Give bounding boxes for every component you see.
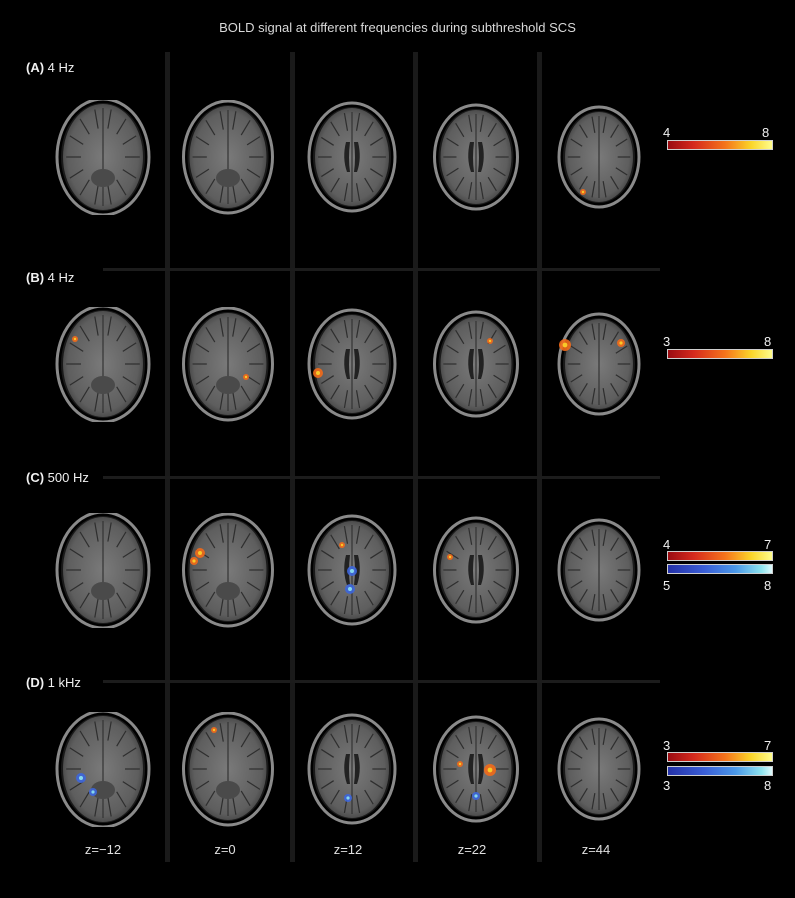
row-divider — [103, 268, 660, 271]
brain-slice-image — [307, 713, 397, 825]
brain-slice-image — [182, 307, 274, 422]
cool-colorbar — [667, 564, 773, 574]
colorbar-max-label: 7 — [764, 738, 772, 753]
slice-label: z=12 — [333, 842, 363, 857]
slice-label: z=22 — [457, 842, 487, 857]
hot-colorbar — [667, 349, 773, 359]
column-divider — [290, 52, 295, 862]
brain-slice-image — [55, 513, 151, 628]
brain-slice-image — [307, 514, 397, 626]
hot-colorbar — [667, 551, 773, 561]
cool-colorbar — [667, 766, 773, 776]
brain-slice-image — [433, 310, 519, 418]
hot-colorbar — [667, 752, 773, 762]
column-divider — [413, 52, 418, 862]
column-divider — [165, 52, 170, 862]
row-label-b: (B) 4 Hz — [26, 270, 75, 285]
column-divider — [537, 52, 542, 862]
brain-slice-image — [182, 513, 274, 628]
row-label-a: (A) 4 Hz — [26, 60, 75, 75]
colorbar-max-label: 7 — [764, 537, 772, 552]
colorbar-min-label: 3 — [663, 778, 671, 793]
figure-title: BOLD signal at different frequencies dur… — [219, 20, 576, 35]
colorbar-min-label: 3 — [663, 738, 671, 753]
row-label-c: (C) 500 Hz — [26, 470, 89, 485]
brain-slice-image — [557, 518, 641, 622]
colorbar-min-label: 5 — [663, 578, 671, 593]
colorbar-max-label: 8 — [764, 578, 772, 593]
brain-slice-image — [307, 101, 397, 213]
slice-label: z=0 — [214, 842, 236, 857]
colorbar-min-label: 3 — [663, 334, 671, 349]
row-divider — [103, 476, 660, 479]
colorbar-min-label: 4 — [663, 125, 671, 140]
brain-slice-image — [307, 308, 397, 420]
slice-label: z=44 — [581, 842, 611, 857]
row-label-d: (D) 1 kHz — [26, 675, 81, 690]
brain-slice-image — [55, 712, 151, 827]
colorbar-max-label: 8 — [764, 778, 772, 793]
hot-colorbar — [667, 140, 773, 150]
colorbar-max-label: 8 — [762, 125, 770, 140]
colorbar-max-label: 8 — [764, 334, 772, 349]
brain-slice-image — [433, 715, 519, 823]
brain-slice-image — [557, 717, 641, 821]
brain-slice-image — [182, 100, 274, 215]
brain-slice-image — [55, 100, 151, 215]
brain-slice-image — [55, 307, 151, 422]
brain-slice-image — [557, 105, 641, 209]
colorbar-min-label: 4 — [663, 537, 671, 552]
brain-slice-image — [433, 516, 519, 624]
slice-label: z=−12 — [84, 842, 122, 857]
brain-slice-image — [182, 712, 274, 827]
brain-slice-image — [433, 103, 519, 211]
brain-slice-image — [557, 312, 641, 416]
row-divider — [103, 680, 660, 683]
